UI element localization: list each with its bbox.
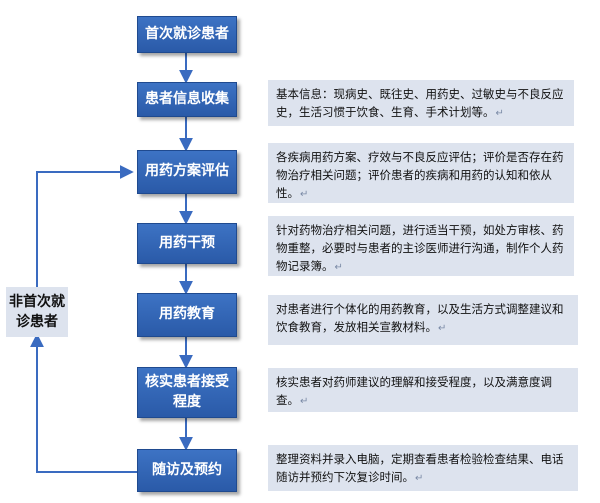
side-box-line-1: 非首次就 [9, 293, 65, 310]
note-info-collection: 基本信息：现病史、既往史、用药史、过敏史与不良反应史，生活习惯于饮食、生育、手术… [268, 80, 574, 126]
note-text: 核实患者对药师建议的理解和接受程度，以及满意度调查。 [276, 375, 552, 407]
step-label: 用药干预 [159, 234, 215, 251]
note-text: 基本信息：现病史、既往史、用药史、过敏史与不良反应史，生活习惯于饮食、生育、手术… [276, 87, 564, 119]
step-acceptance-check: 核实患者接受 程度 [137, 367, 237, 418]
step-label-line-1: 核实患者接受 [145, 373, 229, 390]
step-followup: 随访及预约 [137, 449, 237, 492]
paragraph-mark-icon: ↵ [438, 322, 447, 334]
loop-return-line [30, 333, 137, 473]
side-box-returning-patient: 非首次就 诊患者 [6, 287, 68, 337]
step-label: 首次就诊患者 [145, 25, 229, 42]
step-intervention: 用药干预 [137, 223, 237, 264]
side-box-line-2: 诊患者 [16, 314, 58, 330]
note-regimen-assessment: 各疾病用药方案、疗效与不良反应评估；评价是否存在药物治疗相关问题；评价患者的疾病… [268, 143, 574, 203]
note-text: 各疾病用药方案、疗效与不良反应评估；评价是否存在药物治疗相关问题；评价患者的疾病… [276, 150, 564, 200]
paragraph-mark-icon: ↵ [495, 107, 504, 119]
note-acceptance-check: 核实患者对药师建议的理解和接受程度，以及满意度调查。↵ [268, 368, 578, 412]
step-info-collection: 患者信息收集 [137, 82, 237, 117]
note-text: 针对药物治疗相关问题，进行适当干预，如处方审核、药物重整，必要时与患者的主诊医师… [276, 223, 564, 273]
step-first-visit: 首次就诊患者 [137, 16, 237, 53]
step-label: 用药教育 [159, 306, 215, 323]
step-education: 用药教育 [137, 293, 237, 337]
paragraph-mark-icon: ↵ [300, 188, 309, 200]
note-intervention: 针对药物治疗相关问题，进行适当干预，如处方审核、药物重整，必要时与患者的主诊医师… [268, 216, 574, 276]
step-label-line-2: 程度 [173, 393, 201, 410]
note-education: 对患者进行个体化的用药教育，以及生活方式调整建议和饮食教育，发放相关宣教材料。↵ [268, 295, 578, 345]
step-label: 用药方案评估 [145, 163, 229, 180]
step-regimen-assessment: 用药方案评估 [137, 150, 237, 194]
paragraph-mark-icon: ↵ [415, 472, 424, 484]
note-text: 整理资料并录入电脑，定期查看患者检验检查结果、电话随访并预约下次复诊时间。 [276, 452, 564, 484]
note-text: 对患者进行个体化的用药教育，以及生活方式调整建议和饮食教育，发放相关宣教材料。 [276, 302, 564, 334]
paragraph-mark-icon: ↵ [300, 395, 309, 407]
step-label: 患者信息收集 [145, 90, 229, 107]
step-label: 随访及预约 [152, 461, 222, 478]
loop-forward-line [36, 165, 134, 287]
note-followup: 整理资料并录入电脑，定期查看患者检验检查结果、电话随访并预约下次复诊时间。↵ [268, 445, 578, 491]
paragraph-mark-icon: ↵ [334, 261, 343, 273]
